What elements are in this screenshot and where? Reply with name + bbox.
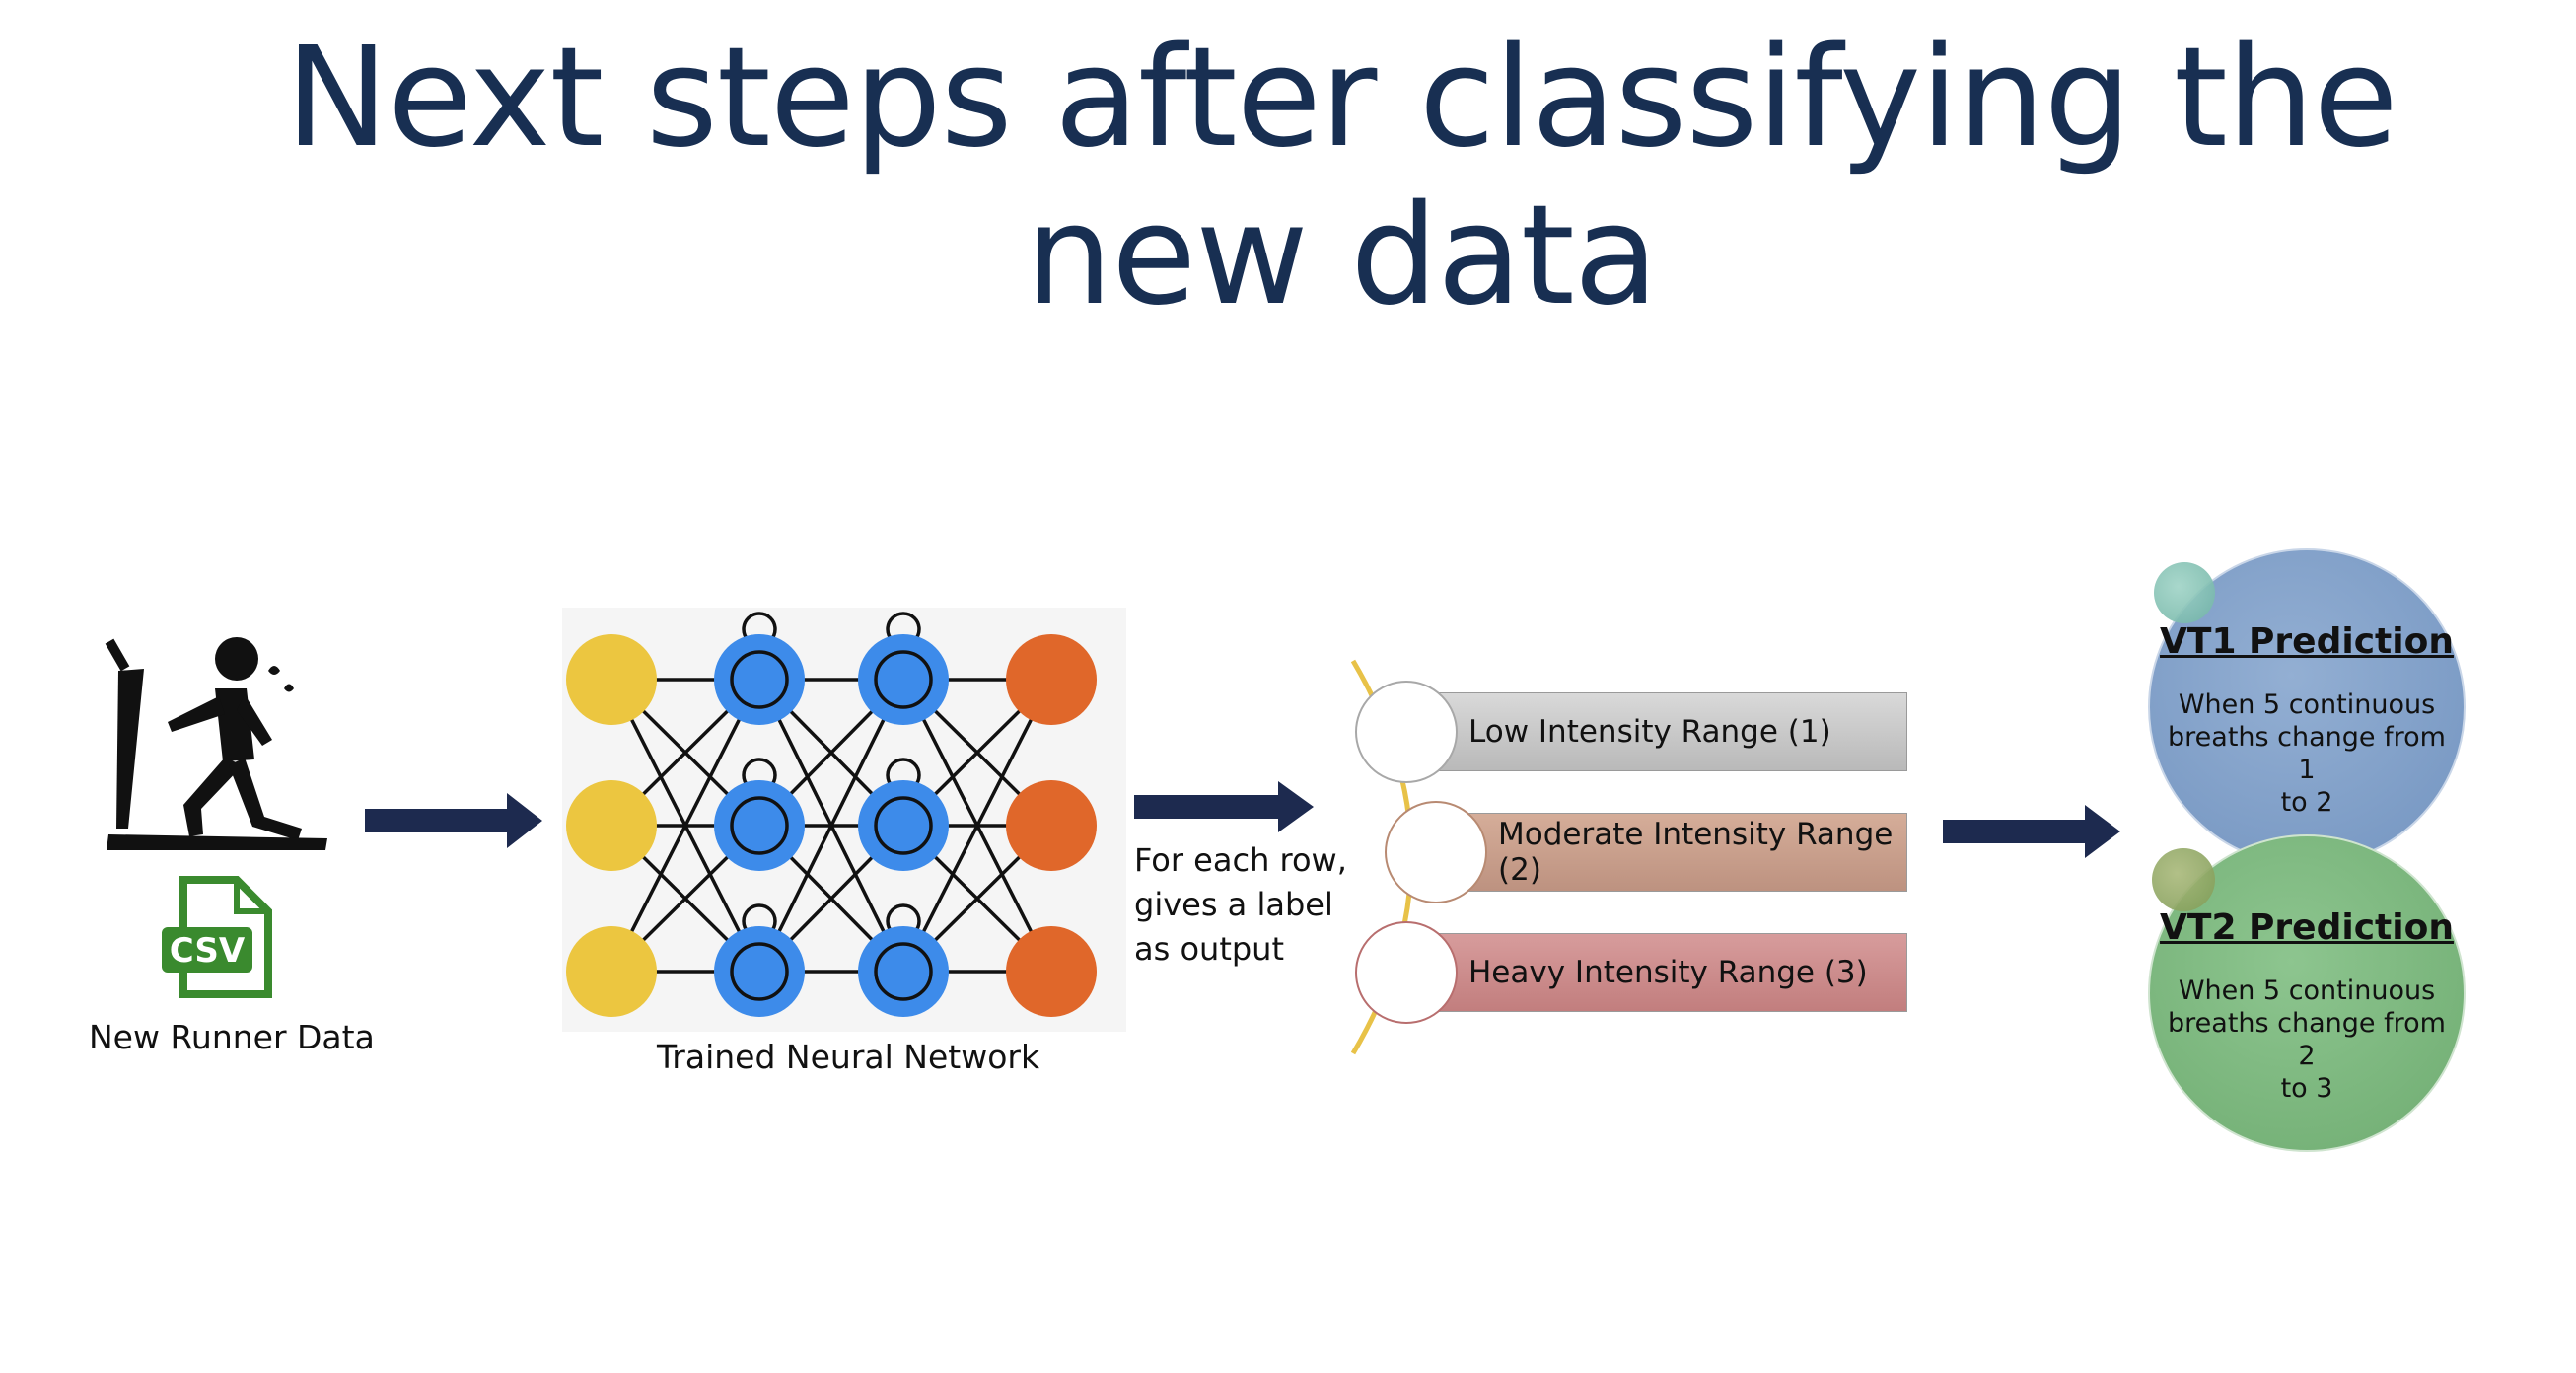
runner-data-label: New Runner Data <box>89 1018 375 1056</box>
range-heavy-label: Heavy Intensity Range (3) <box>1468 955 1868 990</box>
hidden-node <box>714 926 805 1017</box>
vt1-description-line-3: to 2 <box>2280 787 2333 818</box>
input-node <box>566 926 657 1017</box>
vt2-description-line-1: When 5 continuous <box>2178 976 2436 1006</box>
slide-title: Next steps after classifying the new dat… <box>285 18 2398 336</box>
range-low-circle <box>1355 681 1458 783</box>
flow-arrow-1 <box>365 793 542 848</box>
vt2-description-line-2: breaths change from 2 <box>2168 1008 2446 1071</box>
csv-file-icon: CSV <box>162 876 272 998</box>
vt1-description-line-2: breaths change from 1 <box>2168 722 2446 785</box>
flow-arrow-3 <box>1943 805 2120 858</box>
range-heavy-circle <box>1355 921 1458 1024</box>
hidden-node <box>714 634 805 725</box>
range-low-label: Low Intensity Range (1) <box>1468 714 1831 750</box>
vt1-description-line-1: When 5 continuous <box>2178 689 2436 720</box>
vt1-prediction: VT1 Prediction When 5 continuous breaths… <box>2148 548 2466 866</box>
hidden-node <box>858 634 949 725</box>
vt1-accent-bubble <box>2154 562 2215 623</box>
vt1-description: When 5 continuous breaths change from 1 … <box>2168 688 2446 819</box>
output-node <box>1006 926 1097 1017</box>
output-note-line-1: For each row, <box>1134 841 1347 879</box>
treadmill-runner-icon <box>105 637 327 850</box>
vt1-title: VT1 Prediction <box>2160 621 2454 662</box>
range-moderate-label: Moderate Intensity Range (2) <box>1498 817 1894 888</box>
output-node <box>1006 780 1097 871</box>
output-note-line-2: gives a label <box>1134 886 1333 923</box>
hidden-node <box>714 780 805 871</box>
hidden-node <box>858 780 949 871</box>
range-heavy: Heavy Intensity Range (3) <box>1430 933 1907 1012</box>
hidden-node <box>858 926 949 1017</box>
vt2-accent-bubble <box>2152 848 2215 911</box>
vt2-title: VT2 Prediction <box>2160 907 2454 948</box>
flow-arrow-2 <box>1134 781 1314 832</box>
vt2-description-line-3: to 3 <box>2280 1073 2333 1104</box>
range-moderate: Moderate Intensity Range (2) <box>1460 813 1907 892</box>
input-node <box>566 634 657 725</box>
csv-text: CSV <box>170 931 246 971</box>
range-moderate-circle <box>1385 801 1487 903</box>
input-node <box>566 780 657 871</box>
output-node <box>1006 634 1097 725</box>
output-note: For each row, gives a label as output <box>1134 838 1347 972</box>
neural-network-diagram <box>562 608 1126 1032</box>
vt2-description: When 5 continuous breaths change from 2 … <box>2168 975 2446 1105</box>
range-low: Low Intensity Range (1) <box>1430 692 1907 771</box>
network-label: Trained Neural Network <box>657 1038 1040 1076</box>
output-note-line-3: as output <box>1134 930 1284 968</box>
